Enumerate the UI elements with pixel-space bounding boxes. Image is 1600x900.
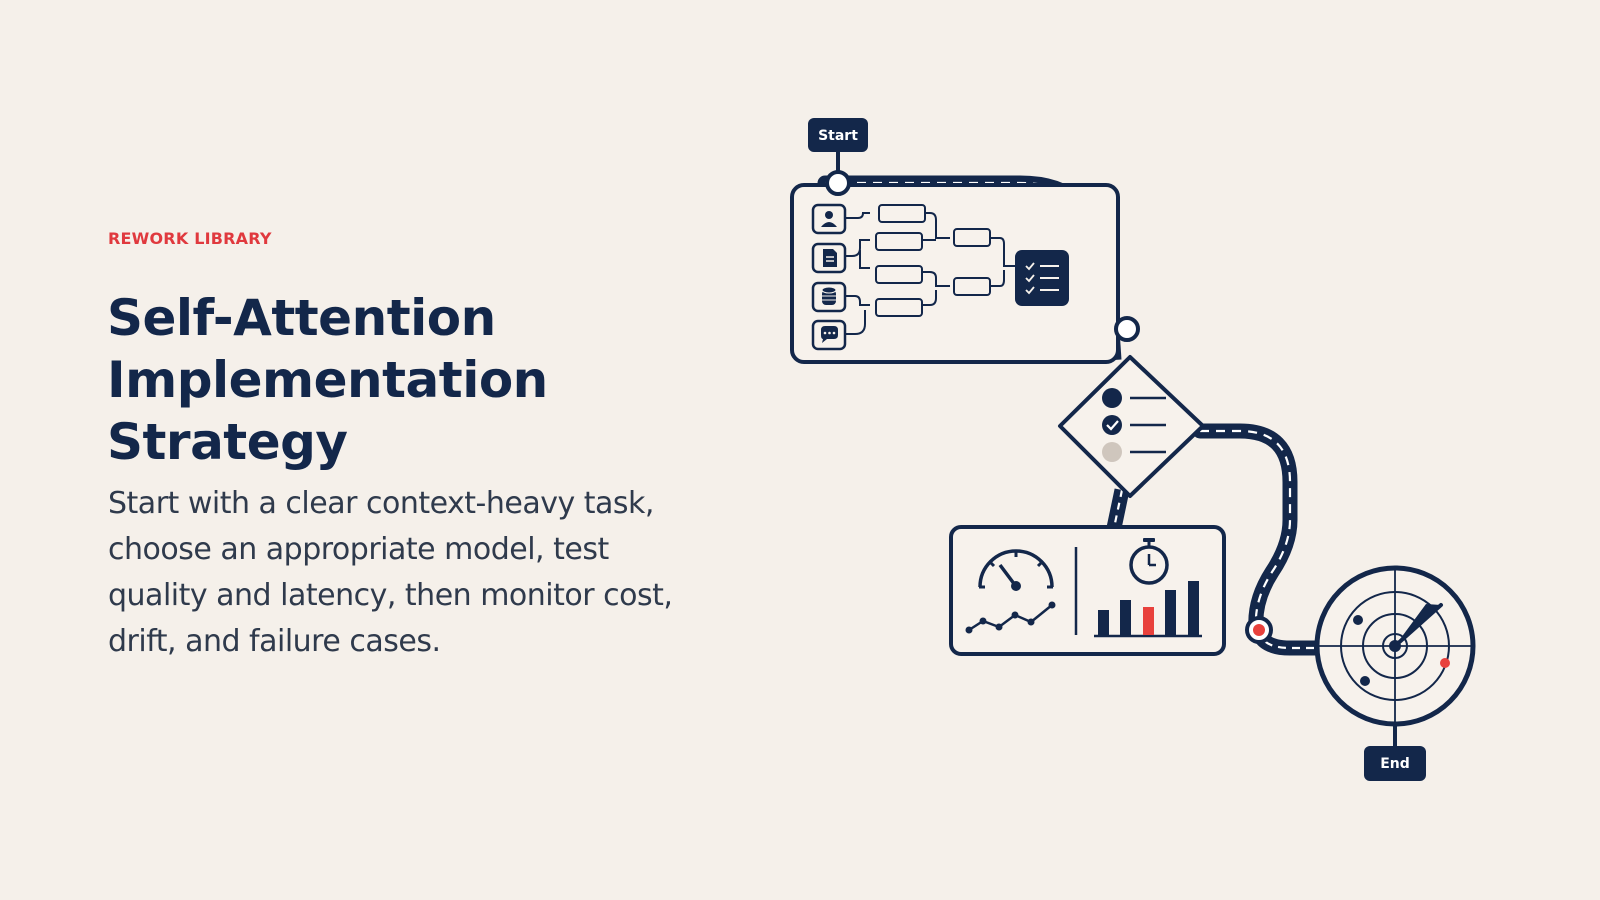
end-tag: End xyxy=(1364,724,1426,781)
quality-latency-panel xyxy=(949,525,1226,656)
gauge-icon xyxy=(978,549,1054,591)
user-icon xyxy=(811,203,847,235)
flow-boxes xyxy=(875,204,991,317)
stopwatch-icon xyxy=(1129,538,1169,585)
database-icon xyxy=(811,281,847,313)
start-node xyxy=(825,170,851,196)
page-subtitle: Start with a clear context-heavy task, c… xyxy=(108,486,673,659)
muted-option-icon xyxy=(1102,442,1122,462)
bar-chart-icon xyxy=(1094,581,1202,638)
alert-waypoint xyxy=(1245,616,1273,644)
radar-icon xyxy=(1314,565,1476,727)
eyebrow-label: REWORK LIBRARY xyxy=(108,229,272,248)
page-title: Self-Attention Implementation Strategy xyxy=(107,289,548,471)
filled-option-icon xyxy=(1102,388,1122,408)
context-task-card xyxy=(790,183,1120,364)
start-label: Start xyxy=(818,128,858,144)
checklist-icon xyxy=(1015,250,1069,306)
checked-option-icon xyxy=(1102,415,1122,435)
flow-connectors xyxy=(843,212,1015,335)
waypoint-node xyxy=(1114,316,1140,342)
start-tag: Start xyxy=(808,118,868,176)
document-icon xyxy=(811,242,847,274)
trend-line-icon xyxy=(965,601,1056,634)
chat-icon xyxy=(811,319,847,351)
model-choice-diamond xyxy=(1058,355,1205,498)
end-label: End xyxy=(1380,756,1410,772)
